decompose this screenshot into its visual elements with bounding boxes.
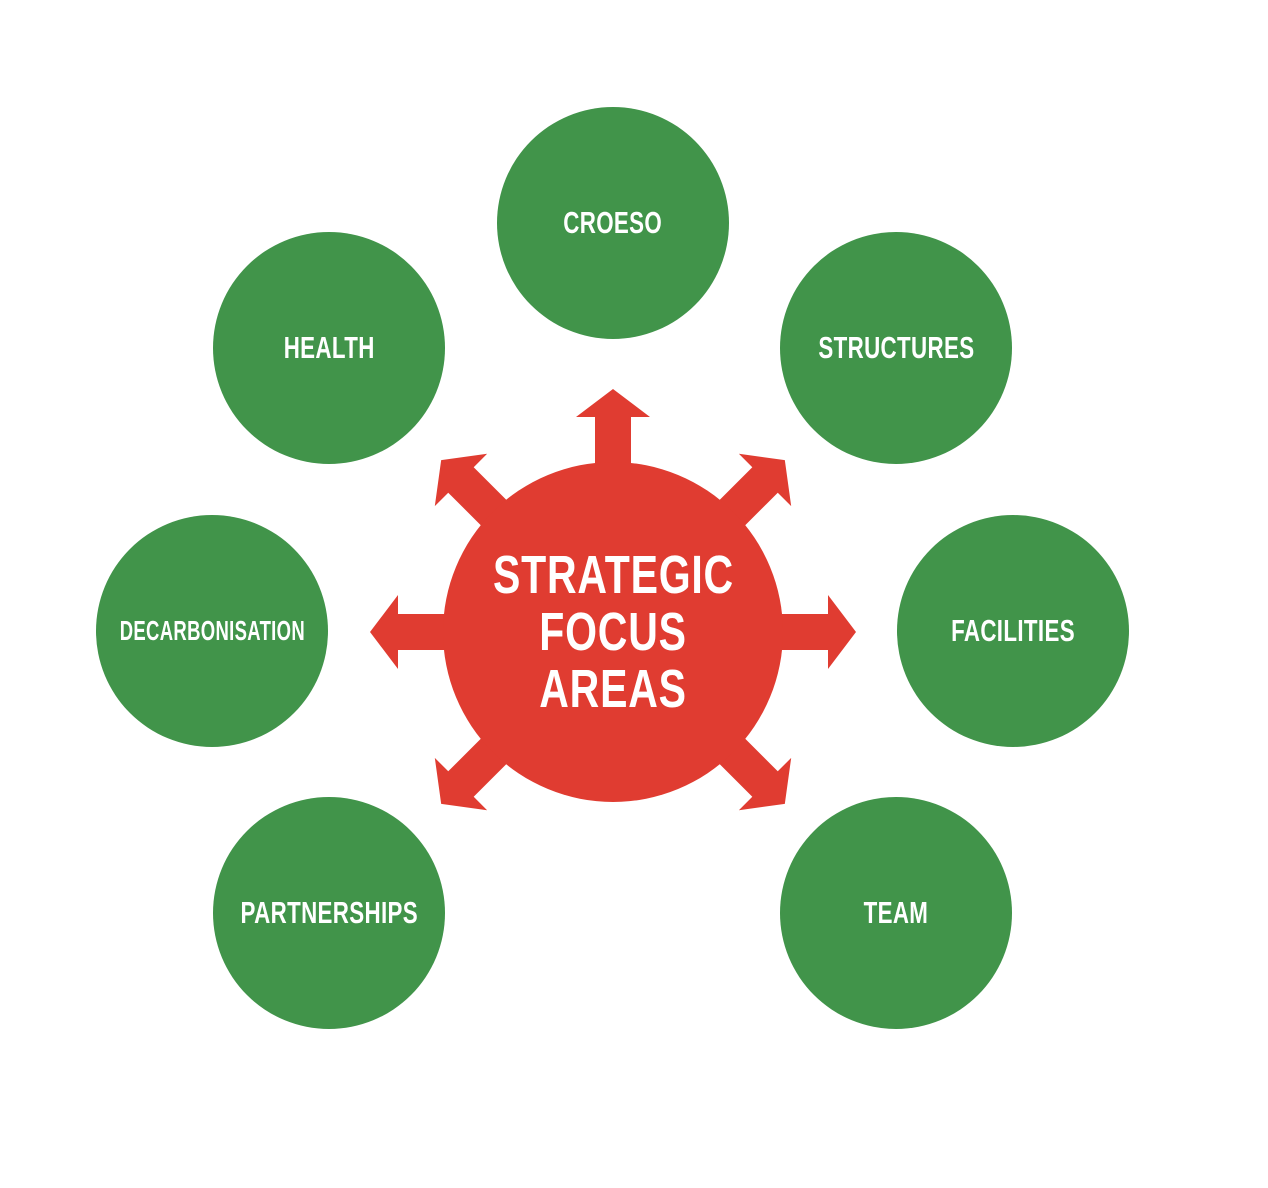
hub-title-line-3: AREAS xyxy=(539,658,687,719)
hub-strategic-focus-areas: STRATEGIC FOCUS AREAS xyxy=(443,462,783,802)
node-label: PARTNERSHIPS xyxy=(240,895,418,930)
node-team: TEAM xyxy=(780,797,1012,1029)
node-label: STRUCTURES xyxy=(817,330,975,365)
node-structures: STRUCTURES xyxy=(780,232,1012,464)
node-label: CROESO xyxy=(563,205,663,240)
node-health: HEALTH xyxy=(213,232,445,464)
node-label: FACILITIES xyxy=(951,613,1075,648)
node-facilities: FACILITIES xyxy=(897,515,1129,747)
hub-title-line-1: STRATEGIC xyxy=(492,544,734,605)
node-croeso: CROESO xyxy=(497,107,729,339)
node-partnerships: PARTNERSHIPS xyxy=(213,797,445,1029)
node-label: TEAM xyxy=(863,895,929,930)
node-label: DECARBONISATION xyxy=(119,615,305,646)
node-decarbonisation: DECARBONISATION xyxy=(96,515,328,747)
hub-title-line-2: FOCUS xyxy=(539,601,687,662)
node-label: HEALTH xyxy=(283,330,375,365)
